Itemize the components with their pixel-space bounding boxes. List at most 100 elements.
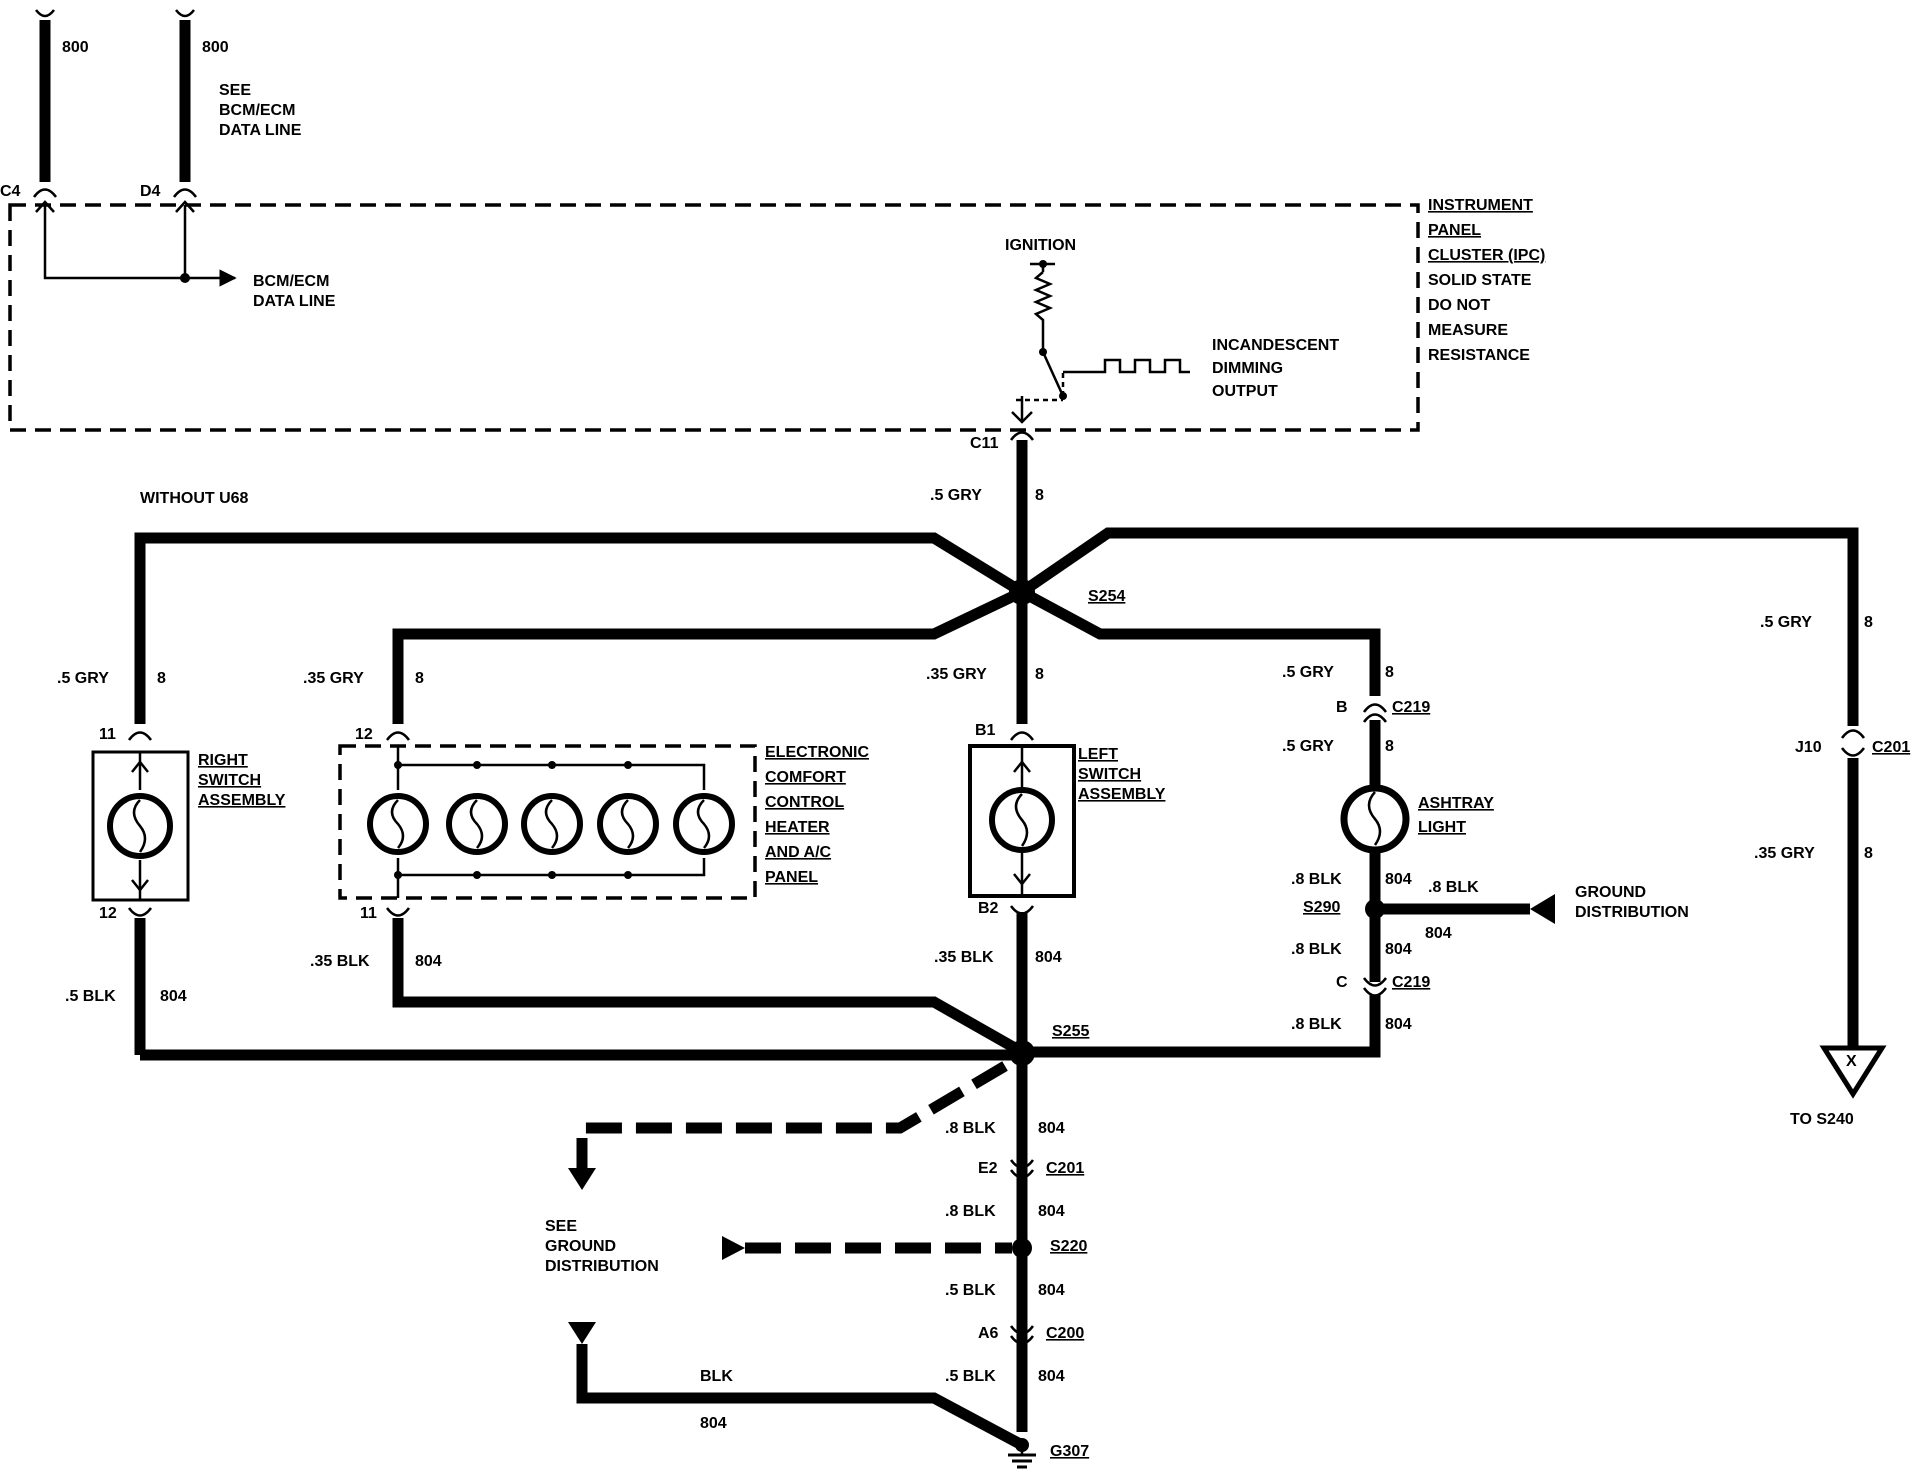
gnd-blk-circuit: 804 — [700, 1415, 727, 1432]
feed-size: .5 GRY — [930, 487, 982, 504]
ls-name-line2: SWITCH — [1078, 766, 1141, 783]
ash-out-circuit-1: 804 — [1385, 871, 1412, 888]
connector-d4 — [172, 188, 198, 198]
ls-pin-in: B1 — [975, 722, 996, 739]
s240-connector: C201 — [1872, 739, 1910, 756]
ash-name-line1: ASHTRAY — [1418, 795, 1494, 812]
splice-s254-label: S254 — [1088, 588, 1125, 605]
hvac-pin-in: 12 — [355, 726, 373, 743]
rs-name-line2: SWITCH — [198, 772, 261, 789]
hvac-out-circuit: 804 — [415, 953, 442, 970]
ash-gd-line1: GROUND — [1575, 884, 1646, 901]
gnd-conn-c201: C201 — [1046, 1160, 1084, 1177]
dimming-switch — [1041, 351, 1065, 397]
ash-conn-c219-2: C219 — [1392, 974, 1430, 991]
bcm-arrow-line2: DATA LINE — [253, 293, 336, 310]
s240-label: TO S240 — [1790, 1111, 1854, 1128]
rs-name-line1: RIGHT — [198, 752, 248, 769]
gnd-g307: G307 — [1050, 1443, 1089, 1460]
hvac-name-line3: CONTROL — [765, 794, 844, 811]
connector-c4 — [32, 188, 58, 198]
hvac-name-line6: PANEL — [765, 869, 818, 886]
ls-in-circuit: 8 — [1035, 666, 1044, 683]
ls-out-size: .35 BLK — [934, 949, 994, 966]
ash-in-size-2: .5 GRY — [1282, 738, 1334, 755]
ipc-title-line6: MEASURE — [1428, 322, 1508, 339]
ground-section: S255 .8 BLK 804 E2 C201 .8 BLK 804 S220 … — [140, 1023, 1089, 1469]
bcm-arrow-line1: BCM/ECM — [253, 273, 329, 290]
wire-break-right — [175, 9, 195, 18]
s240-branch: .5 GRY 8 J10 C201 .35 GRY 8 X TO S240 — [1754, 614, 1910, 1128]
ipc-title-line5: DO NOT — [1428, 297, 1490, 314]
ash-conn-pin-b: B — [1336, 699, 1348, 716]
ipc-title-line4: SOLID STATE — [1428, 272, 1532, 289]
ash-out-size-3: .8 BLK — [1291, 1016, 1342, 1033]
ground-up-arrow-icon — [568, 1322, 596, 1344]
wire-to-hvac-panel — [392, 587, 1025, 724]
gnd-circuit-1: 804 — [1038, 1120, 1065, 1137]
gnd-circuit-4: 804 — [1038, 1368, 1065, 1385]
ash-in-circuit-2: 8 — [1385, 738, 1394, 755]
ls-out-circuit: 804 — [1035, 949, 1062, 966]
splice-s254 — [1009, 579, 1035, 605]
ash-out-size-1: .8 BLK — [1291, 871, 1342, 888]
ashtray-branch: .5 GRY 8 B C219 .5 GRY 8 ASHTRAY LIGHT .… — [1022, 664, 1689, 1058]
variant-label: WITHOUT U68 — [140, 490, 249, 507]
s240-circuit-2: 8 — [1864, 845, 1873, 862]
wire-to-ashtray — [1019, 587, 1381, 696]
gnd-size-2: .8 BLK — [945, 1203, 996, 1220]
ash-gd-size: .8 BLK — [1428, 879, 1479, 896]
gnd-pin-e2: E2 — [978, 1160, 998, 1177]
hvac-name-line2: COMFORT — [765, 769, 846, 786]
wire-to-right-switch — [134, 532, 1025, 724]
splice-s220 — [1012, 1238, 1032, 1258]
dimming-line2: DIMMING — [1212, 360, 1283, 377]
rs-name-line3: ASSEMBLY — [198, 792, 286, 809]
ground-dist-arrow-icon — [1530, 894, 1555, 924]
ipc-title-line2: PANEL — [1428, 222, 1481, 239]
ipc-dashed-outline — [8, 203, 1420, 432]
dimming-line3: OUTPUT — [1212, 383, 1278, 400]
s240-circuit-1: 8 — [1864, 614, 1873, 631]
ash-out-circuit-2: 804 — [1385, 941, 1412, 958]
ipc-title-line1: INSTRUMENT — [1428, 197, 1533, 214]
ls-name-line3: ASSEMBLY — [1078, 786, 1166, 803]
gnd-pin-a6: A6 — [978, 1325, 999, 1342]
dimming-line1: INCANDESCENT — [1212, 337, 1339, 354]
gnd-splice-s220: S220 — [1050, 1238, 1087, 1255]
ls-pin-out: B2 — [978, 900, 999, 917]
see-ground-line3: DISTRIBUTION — [545, 1258, 659, 1275]
s240-triangle-icon — [1819, 1045, 1887, 1099]
rs-in-circuit: 8 — [157, 670, 166, 687]
ash-splice-s290: S290 — [1303, 899, 1340, 916]
ash-name-line2: LIGHT — [1418, 819, 1466, 836]
gnd-circuit-3: 804 — [1038, 1282, 1065, 1299]
rs-out-circuit: 804 — [160, 988, 187, 1005]
s220-arrow-icon — [722, 1236, 745, 1260]
s240-mark: X — [1846, 1053, 1857, 1070]
see-ground-line2: GROUND — [545, 1238, 616, 1255]
feed-section: WITHOUT U68 .5 GRY 8 S254 — [134, 440, 1859, 726]
ls-in-size: .35 GRY — [926, 666, 987, 683]
pin-c4: C4 — [0, 183, 21, 200]
gnd-conn-c200: C200 — [1046, 1325, 1084, 1342]
ash-gd-circuit: 804 — [1425, 925, 1452, 942]
wire-800-right-label: 800 — [202, 39, 229, 56]
ignition-label: IGNITION — [1005, 237, 1076, 254]
wire-800-left-label: 800 — [62, 39, 89, 56]
left-switch-assembly: .35 GRY 8 B1 LEFT SWITCH ASSEMBLY B2 .35… — [926, 666, 1166, 1052]
gnd-size-4: .5 BLK — [945, 1368, 996, 1385]
ipc-title-line3: CLUSTER (IPC) — [1428, 247, 1545, 264]
rs-out-size: .5 BLK — [65, 988, 116, 1005]
hvac-name-line4: HEATER — [765, 819, 830, 836]
right-switch-assembly: .5 GRY 8 11 RIGHT SWITCH ASSEMBLY 12 .5 … — [57, 670, 286, 1055]
wire-blk-ground — [576, 1344, 1025, 1450]
hvac-out-size: .35 BLK — [310, 953, 370, 970]
ash-conn-pin-c: C — [1336, 974, 1348, 991]
pwm-signal-icon — [1063, 358, 1190, 374]
wire-to-s240 — [1018, 527, 1859, 726]
ash-conn-c219: C219 — [1392, 699, 1430, 716]
see-note-line1: SEE — [219, 82, 251, 99]
rs-pin-in: 11 — [99, 726, 116, 743]
